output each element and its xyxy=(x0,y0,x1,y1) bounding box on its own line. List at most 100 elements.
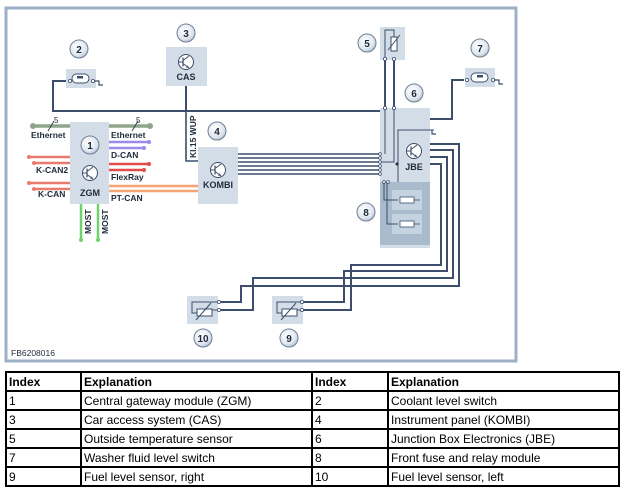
wire-kl15-wup xyxy=(185,111,199,162)
index-badge-7: 7 xyxy=(470,38,490,58)
transistor-icon xyxy=(81,164,99,182)
header-explanation-1: Explanation xyxy=(80,371,313,392)
bus-most xyxy=(79,204,100,242)
table-row: 5 Outside temperature sensor 6 Junction … xyxy=(5,428,620,449)
table-row: 1 Central gateway module (ZGM) 2 Coolant… xyxy=(5,390,620,411)
svg-text:10: 10 xyxy=(197,334,209,345)
cell-index: 7 xyxy=(5,447,82,468)
module-front-fuse-relay[interactable] xyxy=(380,180,430,245)
module-label-jbe: JBE xyxy=(405,162,423,172)
bus-dcan xyxy=(109,140,151,150)
wire-coolant-to-jbe xyxy=(52,80,384,112)
cell-explanation: Car access system (CAS) xyxy=(80,409,313,430)
table-row: 7 Washer fluid level switch 8 Front fuse… xyxy=(5,447,620,468)
table-row: 9 Fuel level sensor, right 10 Fuel level… xyxy=(5,466,620,487)
cell-index: 10 xyxy=(311,466,389,487)
svg-text:7: 7 xyxy=(477,44,483,55)
index-badge-2: 2 xyxy=(69,39,89,59)
label-ethernet-count-left: 5 xyxy=(54,116,59,125)
bus-kcan2 xyxy=(27,155,70,165)
variable-resistor-icon xyxy=(195,302,212,321)
module-washer-fluid-switch[interactable] xyxy=(464,68,503,87)
cell-index: 3 xyxy=(5,409,82,430)
label-kl15-wup: Kl.15 WUP xyxy=(188,115,198,158)
label-most-left: MOST xyxy=(83,209,93,234)
legend-header-row: Index Explanation Index Explanation xyxy=(5,371,620,392)
svg-text:9: 9 xyxy=(286,334,292,345)
legend-table: Index Explanation Index Explanation 1 Ce… xyxy=(5,371,620,487)
thermistor-icon xyxy=(387,34,401,51)
cell-index: 4 xyxy=(311,409,389,430)
index-badge-1: 1 xyxy=(80,135,100,155)
cell-explanation: Fuel level sensor, left xyxy=(387,466,620,487)
module-cas[interactable]: CAS xyxy=(166,47,207,86)
transistor-icon xyxy=(405,142,423,160)
module-fuel-sensor-left[interactable] xyxy=(187,296,221,324)
svg-text:4: 4 xyxy=(214,127,220,138)
cell-index: 8 xyxy=(311,447,389,468)
label-kcan: K-CAN xyxy=(38,189,65,199)
index-badge-6: 6 xyxy=(404,83,424,103)
transistor-icon xyxy=(177,53,195,71)
svg-text:8: 8 xyxy=(363,208,369,219)
index-badge-4: 4 xyxy=(207,121,227,141)
module-label-cas: CAS xyxy=(176,72,195,82)
wire-washer-to-jbe xyxy=(430,79,464,120)
module-zgm[interactable]: ZGM xyxy=(70,122,109,204)
table-row: 3 Car access system (CAS) 4 Instrument p… xyxy=(5,409,620,430)
wire-jbe-fuel-right-b xyxy=(302,163,442,311)
svg-text:2: 2 xyxy=(76,45,82,56)
label-flexray: FlexRay xyxy=(111,172,144,182)
wire-jbe-fuel-right-a xyxy=(302,156,448,303)
header-index-1: Index xyxy=(5,371,82,392)
figure-id: FB6208016 xyxy=(11,348,55,358)
index-badge-9: 9 xyxy=(279,328,299,348)
variable-resistor-icon xyxy=(280,302,297,321)
module-fuel-sensor-right[interactable] xyxy=(272,296,304,324)
wire-bundle-kombi-jbe xyxy=(237,153,380,175)
label-ethernet-right: Ethernet xyxy=(111,130,146,140)
ground-icon xyxy=(431,130,436,135)
module-outside-temp-sensor[interactable] xyxy=(380,27,405,62)
cell-explanation: Junction Box Electronics (JBE) xyxy=(387,428,620,449)
transistor-icon xyxy=(209,161,227,179)
cell-index: 9 xyxy=(5,466,82,487)
label-ptcan: PT-CAN xyxy=(111,193,143,203)
wiring-diagram: ZGM CAS KOMBI xyxy=(4,6,518,363)
cell-index: 2 xyxy=(311,390,389,411)
label-dcan: D-CAN xyxy=(111,150,138,160)
cell-explanation: Central gateway module (ZGM) xyxy=(80,390,313,411)
svg-text:1: 1 xyxy=(87,141,93,152)
label-kcan2: K-CAN2 xyxy=(36,165,68,175)
ground-icon xyxy=(94,80,103,86)
cell-explanation: Washer fluid level switch xyxy=(80,447,313,468)
index-badge-8: 8 xyxy=(356,202,376,222)
ground-icon xyxy=(494,79,503,85)
label-ethernet-count-right: 5 xyxy=(136,116,141,125)
bus-flexray xyxy=(109,162,151,172)
cell-index: 6 xyxy=(311,428,389,449)
label-ethernet-left: Ethernet xyxy=(31,130,66,140)
module-label-zgm: ZGM xyxy=(80,188,100,198)
cell-explanation: Front fuse and relay module xyxy=(387,447,620,468)
module-label-kombi: KOMBI xyxy=(203,180,233,190)
module-coolant-level-switch[interactable] xyxy=(66,69,103,88)
index-badge-3: 3 xyxy=(176,23,196,43)
svg-text:6: 6 xyxy=(411,89,417,100)
cell-explanation: Coolant level switch xyxy=(387,390,620,411)
cell-explanation: Instrument panel (KOMBI) xyxy=(387,409,620,430)
cell-index: 5 xyxy=(5,428,82,449)
svg-text:5: 5 xyxy=(364,39,370,50)
index-badge-5: 5 xyxy=(357,33,377,53)
label-most-right: MOST xyxy=(100,209,110,234)
index-badge-10: 10 xyxy=(193,328,213,348)
module-kombi[interactable]: KOMBI xyxy=(198,147,238,204)
bus-ptcan xyxy=(109,184,199,193)
cell-explanation: Outside temperature sensor xyxy=(80,428,313,449)
fuse-icon xyxy=(399,196,415,204)
wire-jbe-fuel-left-b xyxy=(219,149,454,311)
fuse-icon xyxy=(399,220,415,228)
svg-text:3: 3 xyxy=(183,29,189,40)
cell-explanation: Fuel level sensor, right xyxy=(80,466,313,487)
cell-index: 1 xyxy=(5,390,82,411)
